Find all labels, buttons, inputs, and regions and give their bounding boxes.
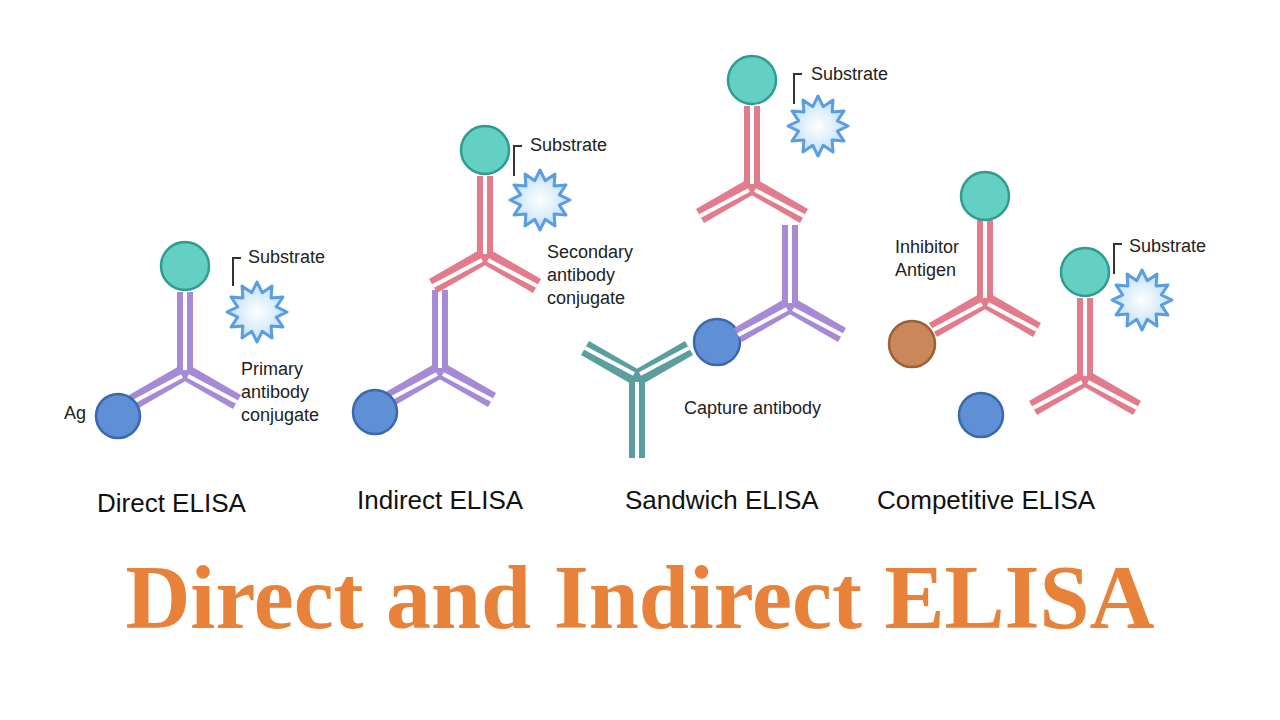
substrate-label: Substrate — [811, 63, 888, 86]
capture-stem — [629, 378, 645, 456]
enzyme — [728, 56, 776, 104]
enzyme — [1061, 248, 1109, 296]
bracket — [1114, 244, 1122, 274]
substrate-label: Substrate — [530, 134, 607, 157]
antigen-label: Ag — [64, 402, 86, 425]
part-label: Capture antibody — [684, 397, 821, 420]
substrate-label: Substrate — [1129, 235, 1206, 258]
enzyme — [161, 242, 209, 290]
enzyme — [961, 172, 1009, 220]
bracket — [514, 146, 522, 176]
part-label: Inhibitor Antigen — [895, 236, 959, 282]
secondary-antibody — [700, 106, 804, 216]
enzyme — [461, 126, 509, 174]
competitive-elisa — [889, 172, 1172, 437]
primary-antibody — [388, 290, 492, 400]
inhibitor-antigen-shape — [889, 321, 935, 367]
page-title: Direct and Indirect ELISA — [0, 548, 1280, 648]
antigen — [694, 319, 740, 365]
indirect-elisa — [353, 126, 570, 434]
primary-antibody — [133, 292, 237, 402]
bracket — [233, 258, 241, 286]
capture-stem-line — [635, 382, 639, 456]
part-label: Primary antibody conjugate — [241, 358, 319, 427]
method-caption: Sandwich ELISA — [625, 485, 819, 515]
antigen — [959, 393, 1003, 437]
bracket — [794, 74, 802, 104]
substrate-star — [788, 96, 848, 156]
substrate-star — [1112, 270, 1172, 330]
antigen — [96, 394, 140, 438]
antigen — [353, 390, 397, 434]
capture-antibody-shape — [585, 348, 689, 458]
part-label: Secondary antibody conjugate — [547, 241, 633, 310]
method-caption: Indirect ELISA — [357, 485, 523, 515]
method-caption: Direct ELISA — [97, 488, 246, 518]
substrate-star — [510, 170, 570, 230]
detection-antibody — [738, 225, 842, 335]
method-caption: Competitive ELISA — [877, 485, 1095, 515]
substrate-label: Substrate — [248, 246, 325, 269]
substrate-star — [227, 282, 287, 342]
